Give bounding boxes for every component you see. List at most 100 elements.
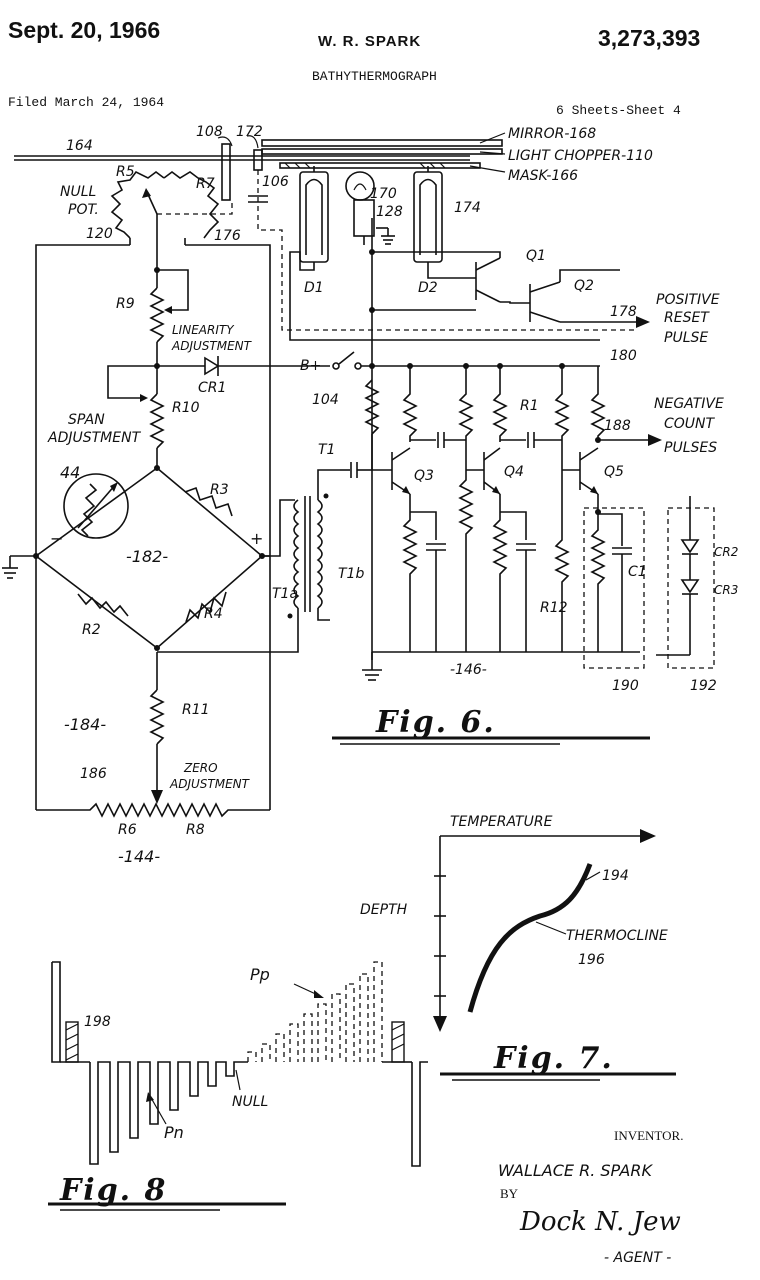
figure-7-labels: TEMPERATURE DEPTH 194 THERMOCLINE 196 Fi… <box>360 814 668 1076</box>
label-t1a: T1a <box>272 586 298 602</box>
label-184: -184- <box>64 715 106 734</box>
label-178: 178 <box>610 304 637 320</box>
label-r12: R12 <box>540 600 568 616</box>
label-linearity: LINEARITY <box>172 323 235 337</box>
label-190: 190 <box>612 678 639 694</box>
label-q4: Q4 <box>504 464 524 480</box>
label-depth: DEPTH <box>360 902 408 918</box>
label-r9: R9 <box>116 296 135 312</box>
by-label: BY <box>500 1186 519 1201</box>
thermocline-curve <box>467 863 593 1013</box>
resistor-r11 <box>149 689 165 745</box>
label-196: 196 <box>578 952 605 968</box>
figure-7-caption: Fig. 7. <box>493 1041 614 1076</box>
label-172: 172 <box>236 124 263 140</box>
label-q1: Q1 <box>526 248 546 264</box>
label-zero: ZERO <box>183 761 218 775</box>
positive-pulses <box>247 961 383 1062</box>
resistor-r5 <box>110 170 165 239</box>
label-106: 106 <box>262 174 289 190</box>
photocell-d1 <box>299 171 329 263</box>
sheet-count: 6 Sheets-Sheet 4 <box>556 103 681 118</box>
label-cr2: CR2 <box>714 545 738 559</box>
label-cr3: CR3 <box>714 583 738 597</box>
label-count: COUNT <box>664 416 716 432</box>
label-mirror: MIRROR-168 <box>508 126 596 142</box>
patent-number: 3,273,393 <box>598 25 700 51</box>
figure-6-labels: 164 108 172 106 MIRROR-168 LIGHT CHOPPER… <box>47 124 738 866</box>
negative-pulses <box>89 1061 248 1165</box>
pulse-198 <box>65 1021 79 1063</box>
resistor-r12 <box>590 512 606 652</box>
figure-8-pulse-train <box>48 961 428 1211</box>
label-cr1: CR1 <box>198 380 226 396</box>
sheet-header: Sept. 20, 1966 W. R. SPARK 3,273,393 BAT… <box>8 17 700 118</box>
agent-signature: Dock N. Jew <box>519 1207 681 1237</box>
diode-cr3 <box>680 579 700 594</box>
figure-6-caption: Fig. 6. <box>375 705 496 740</box>
label-176: 176 <box>214 228 241 244</box>
label-r10: R10 <box>172 400 200 416</box>
label-188: 188 <box>604 418 631 434</box>
photocell-d2 <box>413 171 443 263</box>
label-r4: R4 <box>204 606 223 622</box>
thermistor-44 <box>63 473 129 539</box>
patent-date: Sept. 20, 1966 <box>8 17 160 43</box>
label-mask: MASK-166 <box>508 168 578 184</box>
label-positive: POSITIVE <box>656 292 720 308</box>
resistor-r4 <box>185 591 227 623</box>
label-pn: Pn <box>164 1123 184 1142</box>
post-108 <box>221 143 231 201</box>
label-198: 198 <box>84 1014 111 1030</box>
label-null: NULL <box>232 1094 268 1110</box>
label-192: 192 <box>690 678 717 694</box>
label-164: 164 <box>66 138 93 154</box>
inventor-label: INVENTOR. <box>614 1128 683 1143</box>
label-146: -146- <box>450 662 487 678</box>
transformer-primary-t1a <box>293 499 300 609</box>
filed-date: Filed March 24, 1964 <box>8 95 164 110</box>
label-120: 120 <box>86 226 113 242</box>
label-174: 174 <box>454 200 481 216</box>
diode-cr2 <box>680 539 700 554</box>
label-negative: NEGATIVE <box>654 396 724 412</box>
label-44: 44 <box>60 463 80 482</box>
figure-8-caption: Fig. 8 <box>59 1173 167 1208</box>
label-reset: RESET <box>664 310 710 326</box>
label-144: -144- <box>118 847 160 866</box>
block-190 <box>583 507 645 669</box>
block-192 <box>667 507 715 669</box>
mask-166 <box>279 162 481 169</box>
transformer-secondary-t1b <box>316 499 323 609</box>
label-span: SPAN <box>68 412 105 428</box>
label-128: 128 <box>376 204 403 220</box>
label-182: -182- <box>126 547 168 566</box>
label-r5: R5 <box>116 164 135 180</box>
label-minus: − <box>50 529 63 548</box>
label-pot: POT. <box>68 202 99 218</box>
label-170: 170 <box>370 186 397 202</box>
mirror-168 <box>261 139 503 147</box>
label-r8: R8 <box>186 822 205 838</box>
patent-title: BATHYTHERMOGRAPH <box>312 69 437 84</box>
label-r7: R7 <box>196 176 215 192</box>
resistor-r10 <box>149 393 165 449</box>
label-r2: R2 <box>82 622 101 638</box>
label-thermocline: THERMOCLINE <box>566 928 668 944</box>
inventor-header: W. R. SPARK <box>318 33 421 50</box>
label-linearity-adj: ADJUSTMENT <box>171 339 253 353</box>
label-pulse: PULSE <box>664 330 708 346</box>
label-t1b: T1b <box>338 566 364 582</box>
switch-104 <box>332 362 340 370</box>
capacitor-c1 <box>598 513 623 546</box>
resistor-r6-r8 <box>36 802 270 818</box>
label-pulses: PULSES <box>664 440 717 456</box>
label-chopper: LIGHT CHOPPER-110 <box>508 148 653 164</box>
resistor-r3 <box>184 486 233 517</box>
label-null: NULL <box>60 184 96 200</box>
resistor-r7 <box>163 171 220 239</box>
label-bplus: B+ <box>300 358 321 374</box>
resistor-r9 <box>149 287 165 343</box>
agent-label: - AGENT - <box>604 1250 671 1266</box>
